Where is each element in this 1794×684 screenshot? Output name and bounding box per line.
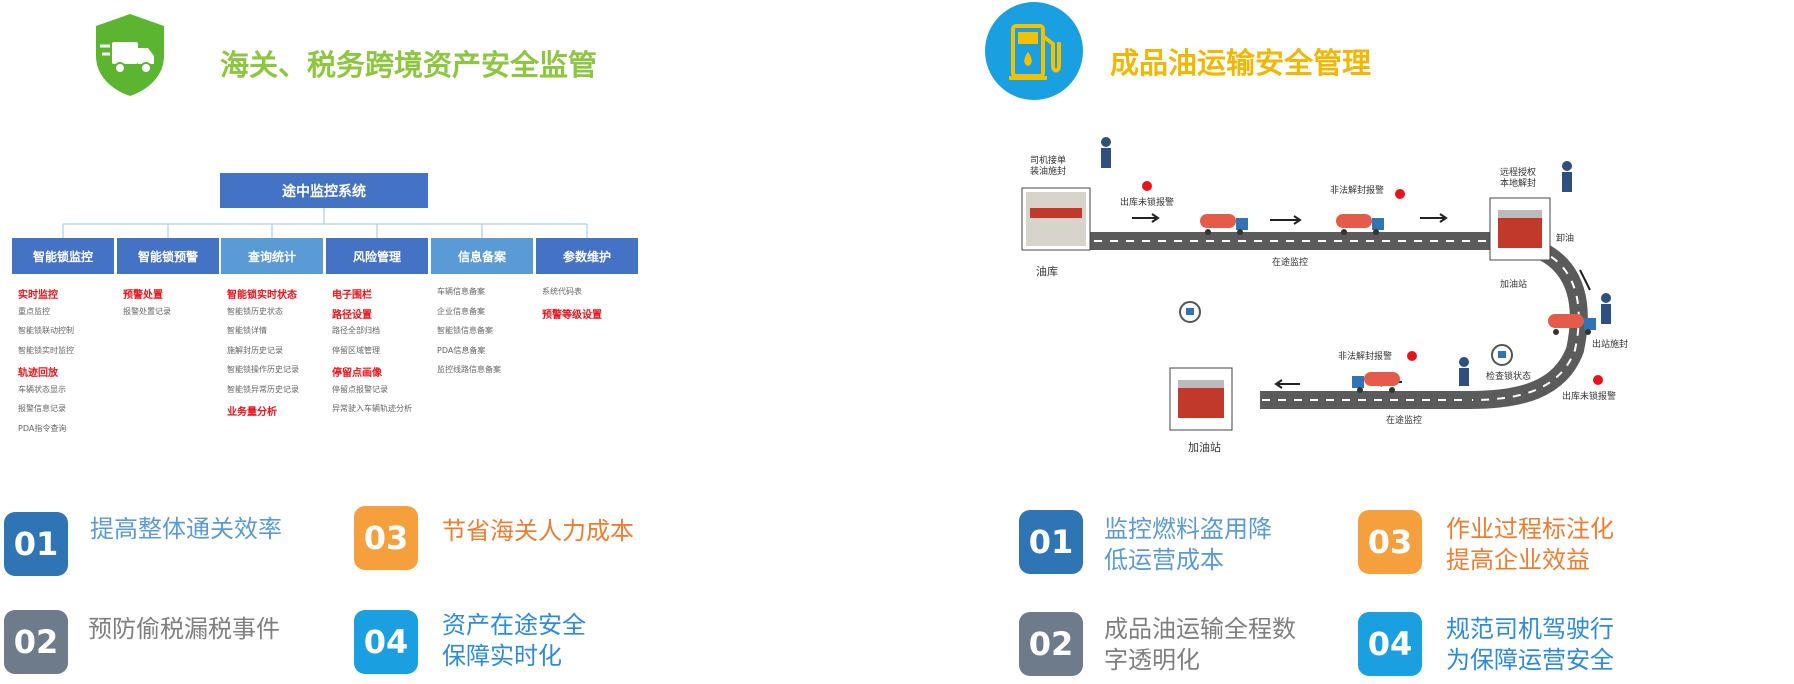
left-benefit-badge: 01 [4, 512, 68, 576]
org-item: 实时监控 [18, 290, 58, 301]
left-benefit-text: 提高整体通关效率 [90, 515, 282, 543]
right-benefit-badge: 04 [1358, 612, 1422, 676]
org-item: 施解封历史记录 [227, 345, 283, 355]
label-remote-unseal: 远程授权本地解封 [1500, 168, 1537, 189]
org-item: 智能锁历史状态 [227, 306, 283, 316]
right-benefit-text: 监控燃料盗用降低运营成本 [1104, 515, 1272, 574]
org-item: 车辆状态显示 [18, 384, 66, 394]
org-connectors [62, 208, 588, 238]
label-check-status: 检查锁状态 [1486, 372, 1532, 382]
org-item: 智能锁实时监控 [18, 345, 74, 355]
org-item: 智能锁联动控制 [18, 326, 74, 335]
label-unload: 卸油 [1556, 234, 1575, 244]
org-item: 轨迹回放 [18, 368, 58, 379]
org-dept: 智能锁监控 [12, 238, 114, 274]
org-item: 监控线路信息备案 [437, 365, 501, 374]
org-item: 停留点画像 [332, 368, 382, 379]
right-benefit-badge: 02 [1019, 612, 1083, 676]
right-benefit-text: 成品油运输全程数字透明化 [1104, 615, 1296, 674]
org-item: 路径全部归档 [332, 326, 380, 335]
label-leave-seal: 出站施封 [1592, 340, 1629, 350]
left-title: 海关、税务跨境资产安全监管 [220, 48, 598, 82]
org-item: 预警等级设置 [542, 309, 602, 321]
org-item: 异常驶入车辆轨迹分析 [332, 404, 412, 413]
right-benefit-text: 作业过程标注化提高企业效益 [1446, 515, 1614, 574]
org-dept: 信息备案 [431, 238, 533, 274]
label-station-bottom: 加油站 [1188, 441, 1221, 454]
label-depart-alarm: 出库未锁报警 [1120, 198, 1175, 208]
process-diagram: 油库司机接单装油施封出库未锁报警非法解封报警在途监控远程授权本地解封卸油加油站出… [1000, 130, 1660, 470]
org-item: 智能锁详情 [227, 326, 267, 335]
org-item: 停留区域管理 [332, 345, 380, 355]
label-leave-alarm: 出库未锁报警 [1562, 392, 1617, 402]
left-benefit-text: 资产在途安全保障实时化 [442, 611, 586, 670]
label-illegal-top: 非法解封报警 [1330, 186, 1385, 196]
left-benefit-badge: 04 [354, 610, 418, 674]
org-item: 智能锁实时状态 [227, 290, 297, 301]
left-benefit-text: 预防偷税漏税事件 [88, 615, 280, 643]
label-route-top: 在途监控 [1272, 258, 1309, 268]
org-item: PDA指令查询 [18, 423, 67, 433]
label-driver-seal: 司机接单装油施封 [1030, 156, 1067, 177]
org-item: 智能锁操作历史记录 [227, 365, 299, 374]
label-station-mid: 加油站 [1500, 280, 1528, 290]
org-dept: 查询统计 [221, 238, 323, 274]
org-root: 途中监控系统 [220, 173, 428, 208]
right-benefit-badge: 01 [1019, 510, 1083, 574]
org-dept: 智能锁预警 [117, 238, 219, 274]
left-benefit-badge: 03 [354, 506, 418, 570]
org-item: 智能锁信息备案 [437, 326, 493, 335]
org-item: 重点监控 [18, 306, 50, 316]
left-benefit-badge: 02 [4, 610, 68, 674]
org-item: 停留点报警记录 [332, 384, 388, 394]
right-title: 成品油运输安全管理 [1110, 46, 1372, 80]
right-benefit-badge: 03 [1358, 510, 1422, 574]
fuel-pump-icon [985, 2, 1083, 100]
org-item: 报警信息记录 [18, 404, 66, 413]
org-item: 智能锁异常历史记录 [227, 384, 299, 394]
org-item: 电子围栏 [332, 290, 372, 301]
org-dept: 风险管理 [326, 238, 428, 274]
org-item: 路径设置 [332, 309, 372, 321]
right-benefit-text: 规范司机驾驶行为保障运营安全 [1446, 615, 1614, 674]
org-item: 系统代码表 [542, 287, 582, 296]
label-route-bottom: 在途监控 [1386, 416, 1423, 426]
org-item: 业务量分析 [227, 407, 277, 418]
org-item: PDA信息备案 [437, 345, 486, 355]
org-dept: 参数维护 [536, 238, 638, 274]
org-item: 报警处置记录 [123, 306, 171, 316]
label-illegal-bottom: 非法解封报警 [1338, 352, 1393, 362]
label-depot: 油库 [1036, 265, 1058, 278]
org-item: 车辆信息备案 [437, 287, 485, 296]
truck-shield-icon [92, 12, 168, 98]
left-benefit-text: 节省海关人力成本 [442, 517, 634, 545]
org-item: 预警处置 [123, 290, 163, 301]
org-item: 企业信息备案 [437, 306, 485, 316]
